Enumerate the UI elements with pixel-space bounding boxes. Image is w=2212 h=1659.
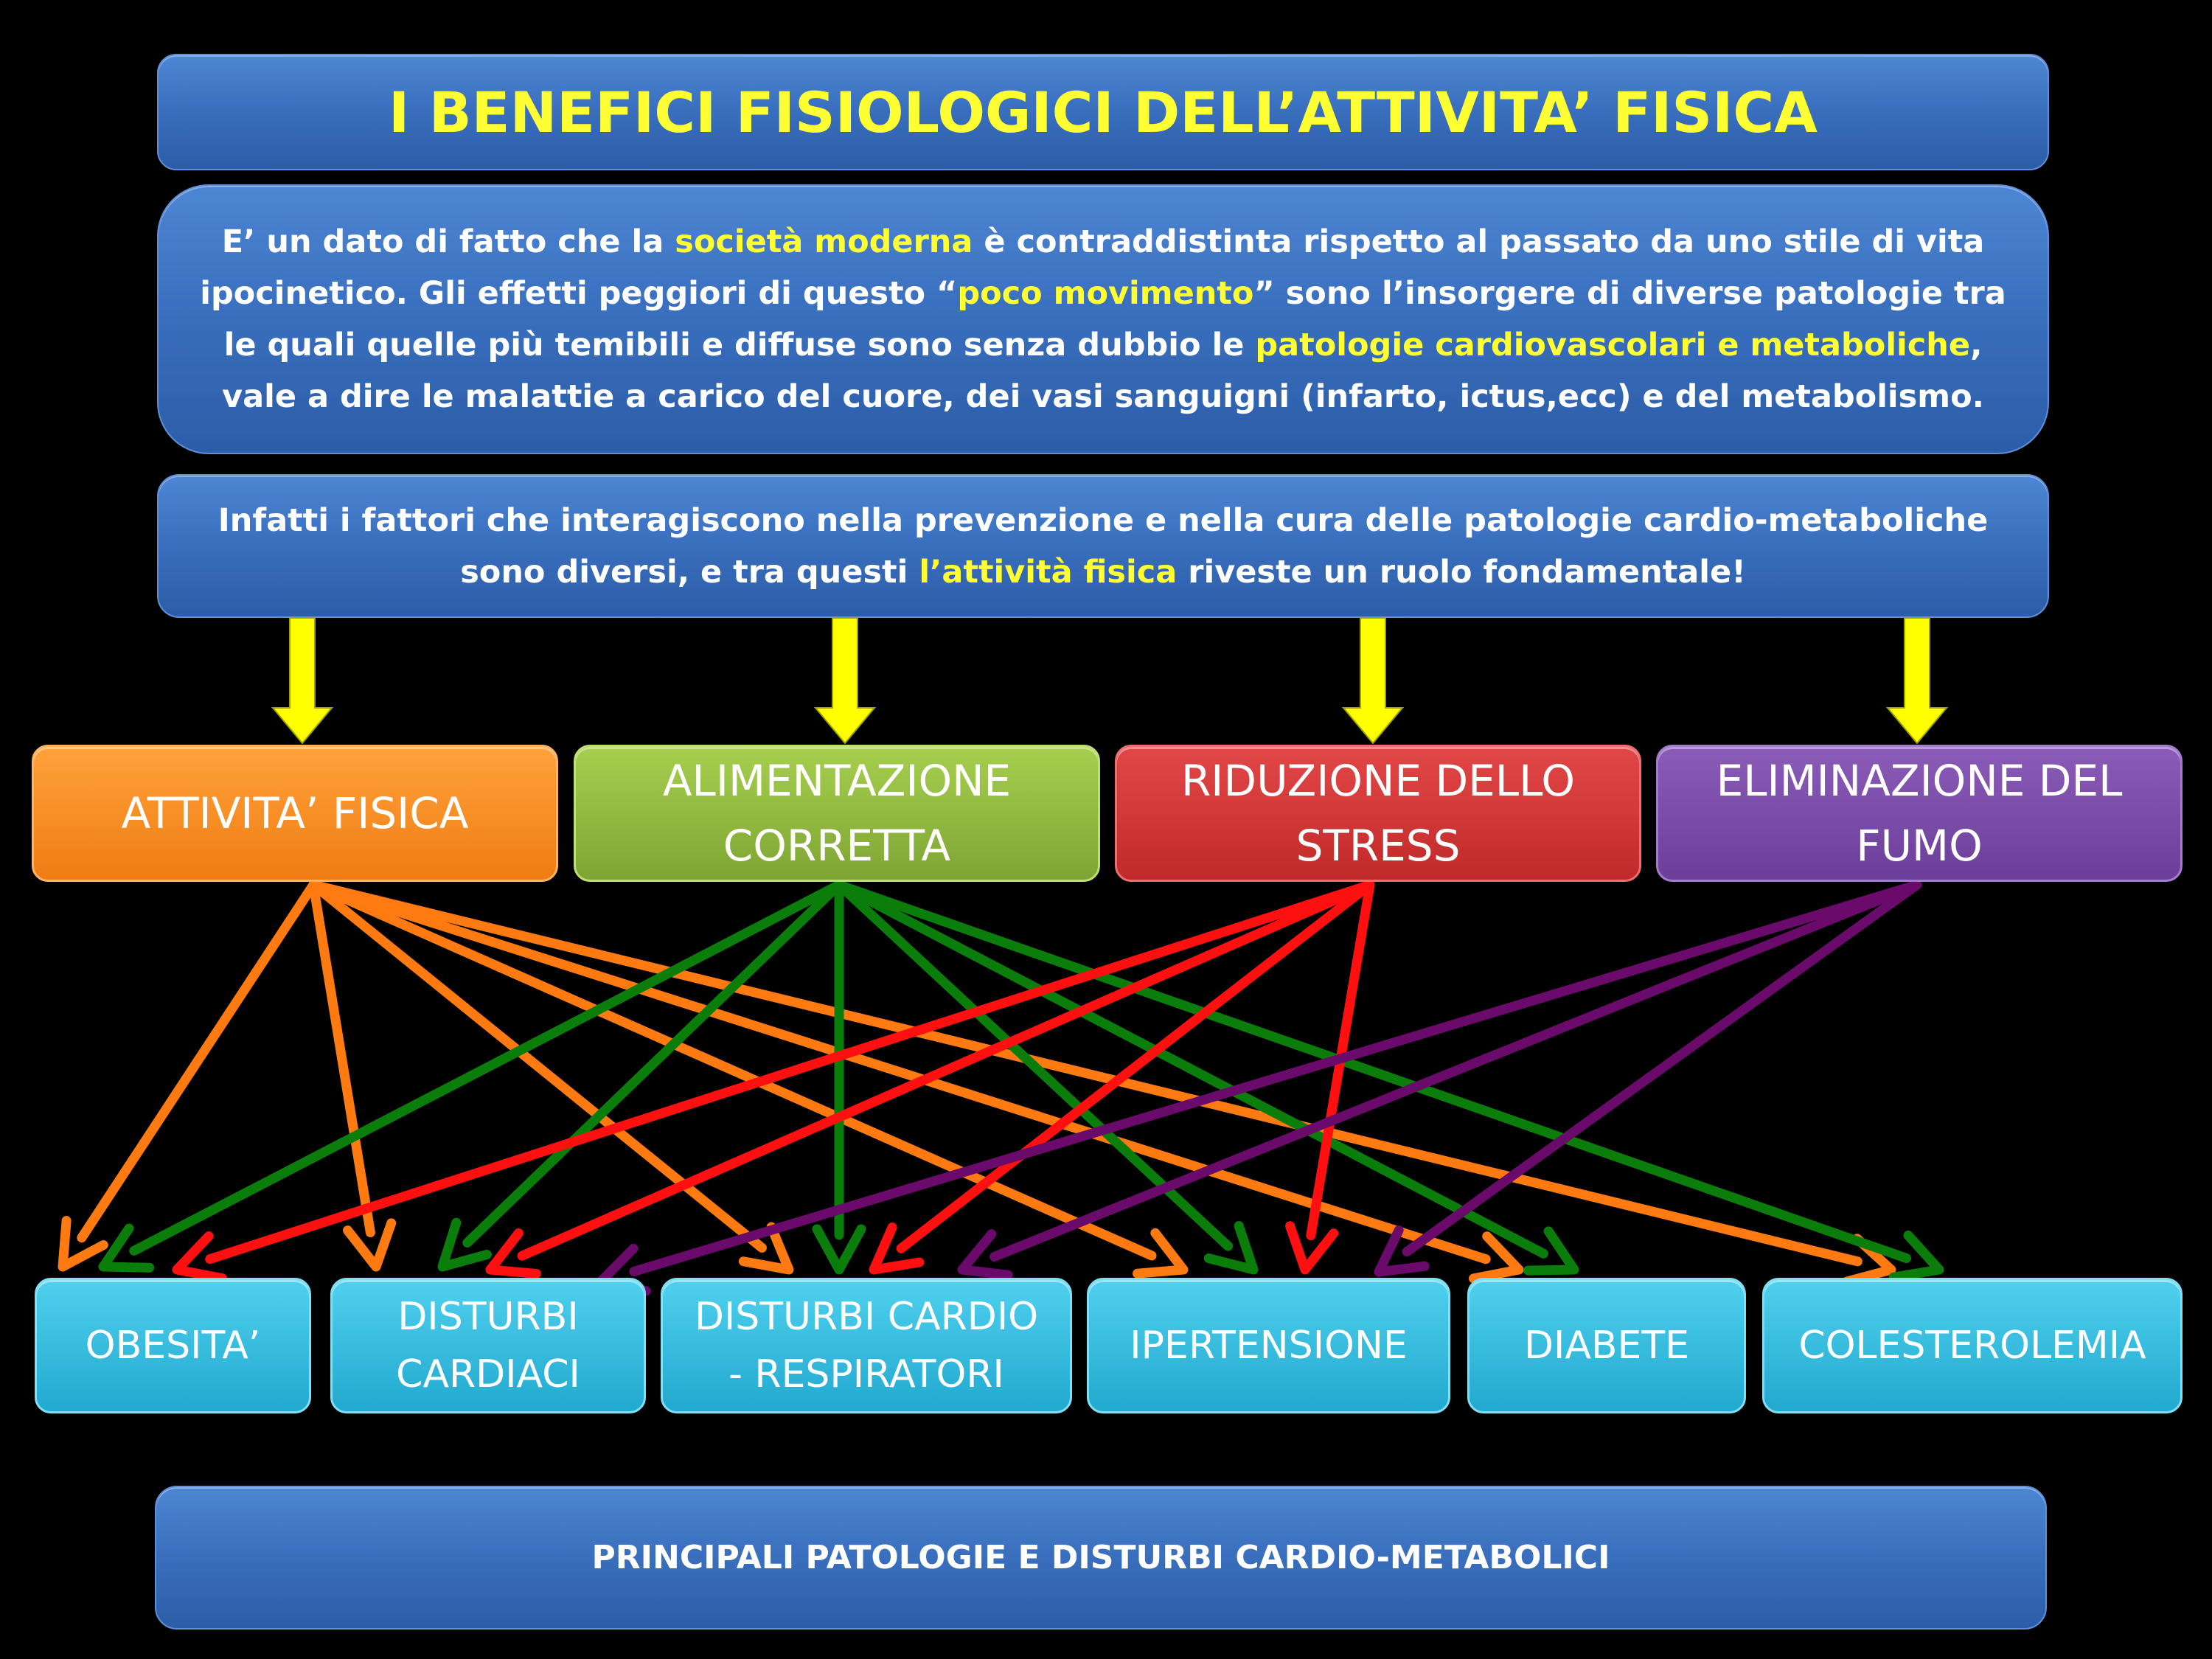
intro-highlight-societa: società moderna: [675, 223, 973, 260]
arrowhead-alimentazione-to-cardiaci: [437, 1217, 492, 1272]
factor-alimentazione-corretta: ALIMENTAZIONE CORRETTA: [574, 745, 1100, 882]
arrow-attivita-to-colesterolemia: [308, 880, 1863, 1267]
premise-highlight-attivita: l’attività fisica: [919, 553, 1178, 591]
factor-riduzione-stress: RIDUZIONE DELLO STRESS: [1115, 745, 1641, 882]
arrow-alimentazione-to-colesterolemia: [834, 880, 1912, 1263]
arrowhead-stress-to-cardiaci: [485, 1228, 541, 1279]
arrow-stress-to-obesita: [205, 880, 1375, 1265]
disease-disturbi-cardiaci: DISTURBI CARDIACI: [330, 1278, 646, 1413]
link-arrows: [58, 880, 1944, 1296]
premise-panel: Infatti i fattori che interagiscono nell…: [157, 474, 2049, 618]
arrowhead-stress-to-cardiorespiratori: [869, 1222, 925, 1275]
arrowhead-alimentazione-to-colesterolemia: [1888, 1231, 1944, 1282]
arrow-stress-to-cardiorespiratori: [896, 880, 1375, 1253]
arrowhead-alimentazione-to-ipertensione: [1203, 1221, 1259, 1275]
arrowhead-alimentazione-to-cardiorespiratori: [812, 1224, 866, 1275]
arrow-attivita-to-ipertensione: [308, 880, 1157, 1261]
intro-text-part: , vale a dire le malattie a carico del c…: [222, 327, 1984, 415]
down-arrow-stress: [1341, 617, 1405, 745]
disease-diabete: DIABETE: [1467, 1278, 1746, 1413]
arrow-attivita-to-cardiorespiratori: [308, 880, 767, 1253]
intro-highlight-movimento: poco movimento: [957, 275, 1254, 312]
arrowhead-attivita-to-colesterolemia: [1841, 1234, 1896, 1287]
arrowhead-fumo-to-cardiorespiratori: [957, 1229, 1013, 1280]
disease-disturbi-cardio-respiratori: DISTURBI CARDIO - RESPIRATORI: [661, 1278, 1072, 1413]
arrow-fumo-to-cardiorespiratori: [990, 880, 1922, 1262]
arrow-alimentazione-to-diabete: [834, 880, 1548, 1259]
premise-text-part: Infatti i fattori che interagiscono nell…: [218, 501, 1989, 591]
arrow-attivita-to-cardiaci: [308, 880, 375, 1238]
intro-panel: E’ un dato di fatto che la società moder…: [157, 184, 2049, 454]
down-arrow-fumo: [1885, 617, 1949, 745]
intro-text: E’ un dato di fatto che la società moder…: [188, 216, 2018, 422]
arrowhead-alimentazione-to-obesita: [98, 1223, 155, 1273]
arrow-stress-to-ipertensione: [1306, 880, 1375, 1241]
arrow-alimentazione-to-ipertensione: [834, 880, 1234, 1251]
footer-text: PRINCIPALI PATOLOGIE E DISTURBI CARDIO-M…: [591, 1539, 1610, 1576]
arrowhead-fumo-to-ipertensione: [1374, 1225, 1430, 1277]
page-title: I BENEFICI FISIOLOGICI DELL’ATTIVITA’ FI…: [389, 79, 1818, 145]
arrowhead-stress-to-obesita: [172, 1231, 228, 1284]
arrowhead-attivita-to-diabete: [1468, 1231, 1524, 1284]
arrow-stress-to-cardiaci: [517, 880, 1375, 1261]
disease-colesterolemia: COLESTEROLEMIA: [1762, 1278, 2183, 1413]
disease-ipertensione: IPERTENSIONE: [1087, 1278, 1450, 1413]
down-arrow-alimentazione: [813, 617, 877, 745]
arrow-alimentazione-to-obesita: [129, 880, 844, 1256]
arrow-attivita-to-diabete: [308, 880, 1491, 1265]
footer-banner: PRINCIPALI PATOLOGIE E DISTURBI CARDIO-M…: [155, 1486, 2047, 1630]
down-arrow-attivita: [271, 617, 334, 745]
intro-highlight-patologie: patologie cardiovascolari e metaboliche: [1255, 327, 1971, 364]
arrowhead-attivita-to-cardiaci: [342, 1218, 397, 1272]
factor-attivita-fisica: ATTIVITA’ FISICA: [32, 745, 558, 882]
arrowhead-attivita-to-ipertensione: [1133, 1228, 1189, 1279]
down-arrows: [271, 617, 1949, 745]
arrowhead-stress-to-ipertensione: [1285, 1221, 1339, 1275]
arrow-alimentazione-to-cardiaci: [462, 880, 844, 1248]
factor-eliminazione-fumo: ELIMINAZIONE DEL FUMO: [1656, 745, 2183, 882]
intro-text-part: E’ un dato di fatto che la: [221, 223, 675, 260]
premise-text: Infatti i fattori che interagiscono nell…: [188, 495, 2018, 598]
premise-text-part: riveste un ruolo fondamentale!: [1177, 553, 1746, 591]
arrow-attivita-to-obesita: [77, 880, 319, 1243]
arrow-fumo-to-ipertensione: [1402, 880, 1922, 1257]
arrowhead-alimentazione-to-diabete: [1523, 1226, 1579, 1276]
arrow-fumo-to-cardiaci: [629, 880, 1922, 1276]
intro-text-part: è contraddistinta rispetto al passato da…: [200, 223, 1985, 312]
arrowhead-attivita-to-cardiorespiratori: [738, 1222, 794, 1275]
arrowhead-attivita-to-obesita: [58, 1216, 108, 1272]
intro-text-part: ” sono l’insorgere di diverse patologie …: [223, 275, 2006, 364]
disease-obesita: OBESITA’: [35, 1278, 311, 1413]
title-banner: I BENEFICI FISIOLOGICI DELL’ATTIVITA’ FI…: [157, 54, 2049, 170]
